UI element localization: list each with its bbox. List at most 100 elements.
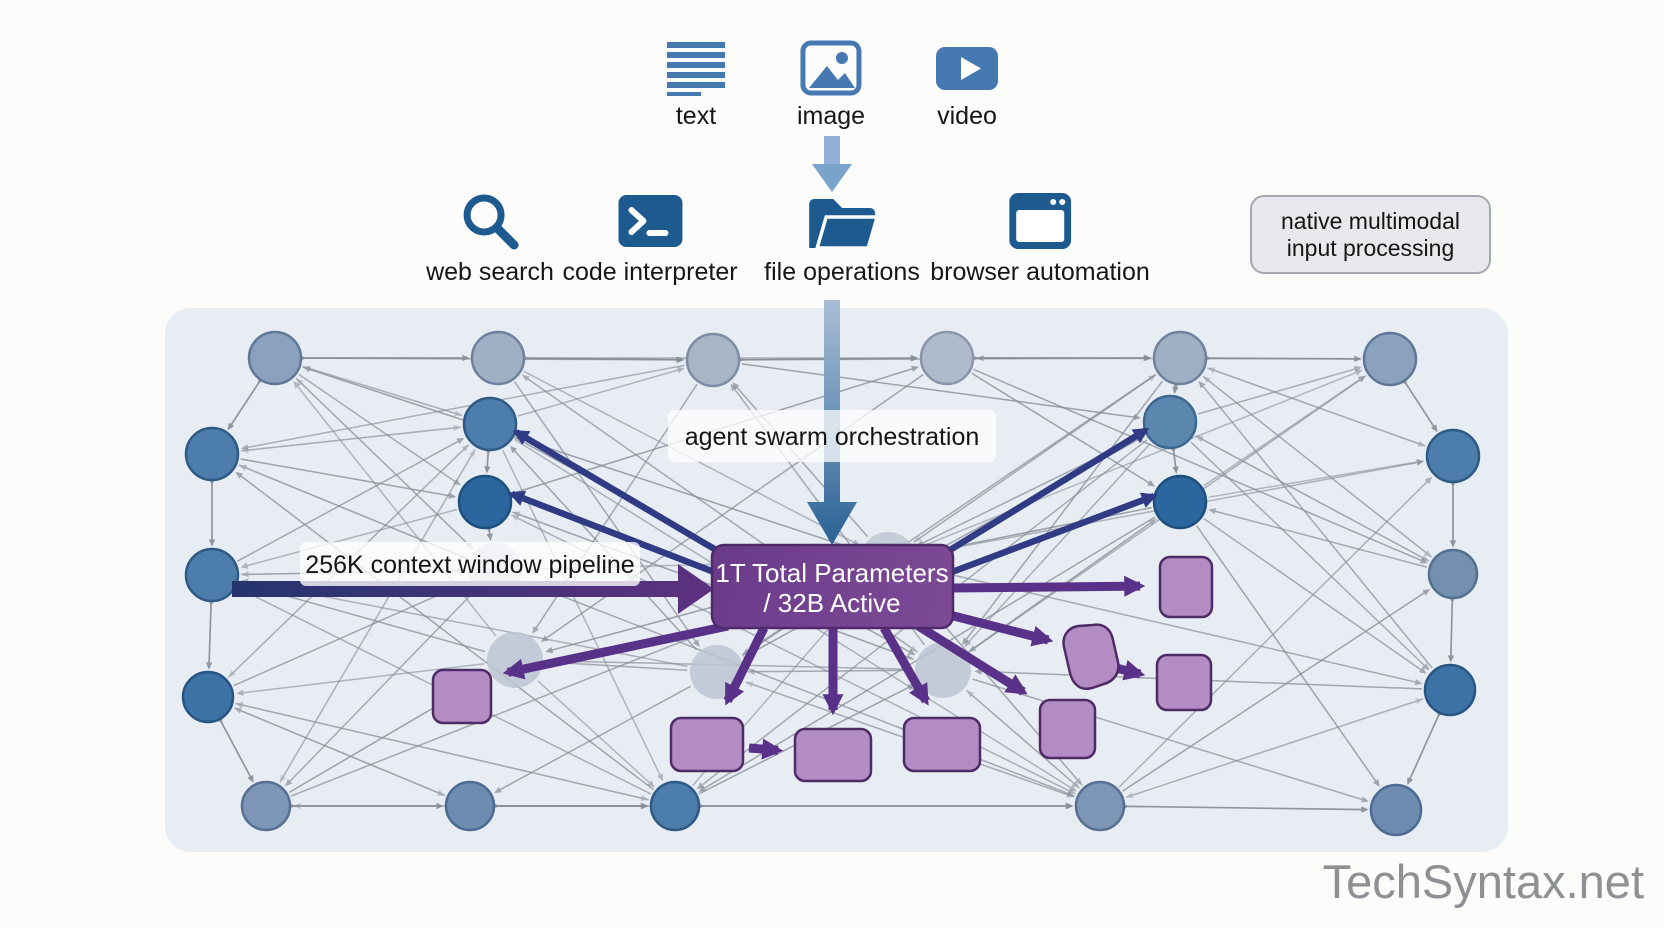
node-connectors (205, 354, 1457, 813)
mesh-edge (279, 448, 476, 783)
mesh-edge (1203, 375, 1366, 487)
mesh-edge (1118, 476, 1433, 788)
tool-file-operations: file operations (764, 188, 920, 287)
node-connector (1447, 596, 1456, 663)
mesh-edge (1190, 441, 1430, 671)
network-node (1423, 663, 1477, 717)
node-connector (1169, 445, 1179, 474)
node-connector (1407, 710, 1444, 786)
mesh-edge (235, 471, 654, 791)
watermark: TechSyntax.net (1322, 855, 1644, 908)
mesh-edge (1198, 380, 1433, 669)
network-node (1152, 474, 1208, 530)
network-node (1369, 783, 1423, 837)
mesh-edge (295, 377, 474, 549)
routing-arrow (723, 625, 769, 706)
mesh-edge (1196, 525, 1380, 787)
mesh-edge (966, 690, 1081, 789)
node-connector (1400, 377, 1438, 433)
mesh-edge (973, 368, 1428, 564)
mesh-edge (1203, 517, 1427, 674)
pipeline-label: 256K context window pipeline (305, 551, 634, 579)
input-arrowhead-top (812, 164, 852, 192)
node-connector (205, 599, 215, 670)
node-connector (522, 355, 685, 363)
mesh-edge (1126, 698, 1424, 799)
mesh-edge (237, 438, 465, 562)
network-node (181, 670, 235, 724)
mesh-edge (916, 369, 1363, 550)
mesh-edge (298, 373, 461, 486)
node-connector (1172, 381, 1180, 394)
network-node (919, 330, 975, 386)
tool-label: browser automation (930, 258, 1150, 286)
orchestration-label: agent swarm orchestration (685, 423, 980, 451)
routing-arrow (880, 625, 930, 706)
tool-label: web search (426, 258, 554, 286)
tool-web-search: web search (426, 188, 554, 287)
mesh-edge (1207, 367, 1426, 447)
network-node (1074, 780, 1126, 832)
network-node (247, 330, 303, 386)
modality-label: image (796, 102, 866, 130)
node-connector (227, 376, 265, 431)
routing-arrow (952, 575, 1146, 597)
expert-square (1038, 698, 1097, 760)
network-node (1142, 394, 1198, 450)
tool-label: file operations (764, 258, 920, 286)
attention-arrow (950, 492, 1158, 576)
modality-label: text (675, 102, 717, 130)
mesh-edge (1203, 376, 1433, 558)
network-node (470, 330, 526, 386)
mesh-edge (961, 380, 1164, 645)
mesh-edge (517, 367, 685, 417)
mesh-edge (1207, 367, 1426, 447)
routing-arrow (909, 618, 1028, 696)
expert-blob (1062, 623, 1120, 690)
mesh-edge (741, 363, 1141, 421)
pipeline-band (300, 542, 640, 586)
callout-line2: input processing (1286, 234, 1455, 261)
expert-square (1155, 653, 1213, 712)
network-node (1425, 428, 1481, 484)
routing-arrow (502, 621, 729, 680)
browser-icon (1009, 188, 1071, 254)
network-node (1427, 548, 1479, 600)
mesh-edge (296, 378, 474, 550)
mesh-edge (285, 591, 475, 787)
expert-square (902, 716, 982, 773)
mesh-edge (1125, 698, 1424, 799)
multimodal-callout: native multimodal input processing (1250, 195, 1491, 274)
mesh-edge (1195, 435, 1430, 562)
node-connector (485, 525, 493, 541)
context-pipeline-arrow (232, 564, 714, 614)
network-node (184, 426, 240, 482)
mesh-edge (513, 381, 700, 648)
mesh-edge (240, 458, 457, 499)
parameters-line2: / 32B Active (763, 588, 900, 618)
modality-text: text (665, 38, 727, 131)
network-node (462, 396, 518, 452)
network-node (915, 642, 971, 698)
modality-image: image (797, 38, 865, 131)
attention-arrow (512, 429, 718, 553)
modality-label: video (937, 102, 997, 130)
mesh-edge (241, 426, 462, 454)
expert-squares (431, 555, 1214, 783)
node-connector (484, 448, 492, 474)
mesh-edge (302, 366, 859, 552)
parameters-box (710, 543, 955, 630)
mesh-edge (235, 701, 649, 801)
expert-square (431, 668, 493, 725)
network-node (1152, 330, 1208, 386)
tool-code-interpreter: code interpreter (562, 188, 738, 287)
network-node (444, 780, 496, 832)
expert-square (1158, 555, 1214, 619)
mesh-edge (240, 508, 458, 569)
mesh-edge (913, 374, 1156, 543)
search-icon (458, 188, 522, 254)
network-node (487, 632, 543, 688)
callout-line1: native multimodal (1281, 207, 1460, 234)
orchestration-band (668, 410, 996, 462)
